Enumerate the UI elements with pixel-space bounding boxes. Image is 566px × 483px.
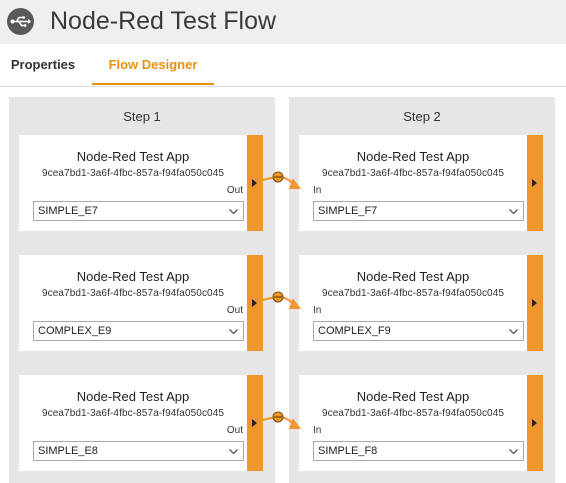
select-value: COMPLEX_F9 bbox=[318, 325, 391, 337]
card-id: 9cea7bd1-3a6f-4fbc-857a-f94fa050c045 bbox=[321, 288, 505, 299]
chevron-down-icon bbox=[229, 329, 238, 335]
tab-properties[interactable]: Properties bbox=[10, 57, 76, 72]
step-card: Node-Red Test App 9cea7bd1-3a6f-4fbc-857… bbox=[19, 255, 263, 351]
chevron-down-icon bbox=[509, 209, 518, 215]
input-select[interactable]: SIMPLE_F7 bbox=[313, 201, 524, 221]
card-id: 9cea7bd1-3a6f-4fbc-857a-f94fa050c045 bbox=[41, 288, 225, 299]
select-value: SIMPLE_E7 bbox=[38, 205, 98, 217]
select-value: SIMPLE_F8 bbox=[318, 445, 378, 457]
step-card: Node-Red Test App 9cea7bd1-3a6f-4fbc-857… bbox=[299, 135, 543, 231]
usb-icon bbox=[7, 8, 34, 35]
arrow-right-icon bbox=[532, 419, 537, 427]
chevron-down-icon bbox=[229, 209, 238, 215]
port-label: Out bbox=[226, 185, 243, 196]
arrow-right-icon bbox=[532, 299, 537, 307]
card-id: 9cea7bd1-3a6f-4fbc-857a-f94fa050c045 bbox=[41, 168, 225, 179]
select-value: SIMPLE_F7 bbox=[318, 205, 378, 217]
connection-link[interactable] bbox=[259, 403, 309, 437]
step-card: Node-Red Test App 9cea7bd1-3a6f-4fbc-857… bbox=[299, 375, 543, 471]
port-label: In bbox=[313, 185, 322, 196]
output-select[interactable]: SIMPLE_E8 bbox=[33, 441, 244, 461]
port-label: In bbox=[313, 425, 322, 436]
port-label: Out bbox=[226, 305, 243, 316]
input-select[interactable]: COMPLEX_F9 bbox=[313, 321, 524, 341]
tab-flow-designer[interactable]: Flow Designer bbox=[92, 46, 214, 85]
card-id: 9cea7bd1-3a6f-4fbc-857a-f94fa050c045 bbox=[41, 408, 225, 419]
card-title: Node-Red Test App bbox=[76, 269, 190, 284]
port-label: In bbox=[313, 305, 322, 316]
output-select[interactable]: SIMPLE_E7 bbox=[33, 201, 244, 221]
output-port-handle[interactable] bbox=[247, 375, 263, 471]
connection-link[interactable] bbox=[259, 283, 309, 317]
card-title: Node-Red Test App bbox=[356, 149, 470, 164]
output-port-handle[interactable] bbox=[527, 135, 543, 231]
arrow-right-icon bbox=[252, 299, 257, 307]
step-card: Node-Red Test App 9cea7bd1-3a6f-4fbc-857… bbox=[299, 255, 543, 351]
output-port-handle[interactable] bbox=[527, 375, 543, 471]
arrow-right-icon bbox=[252, 419, 257, 427]
input-select[interactable]: SIMPLE_F8 bbox=[313, 441, 524, 461]
output-port-handle[interactable] bbox=[247, 135, 263, 231]
arrow-right-icon bbox=[532, 179, 537, 187]
port-label: Out bbox=[226, 425, 243, 436]
card-title: Node-Red Test App bbox=[356, 389, 470, 404]
select-value: SIMPLE_E8 bbox=[38, 445, 98, 457]
tab-bar: Properties Flow Designer bbox=[0, 46, 566, 87]
step-card: Node-Red Test App 9cea7bd1-3a6f-4fbc-857… bbox=[19, 375, 263, 471]
output-port-handle[interactable] bbox=[527, 255, 543, 351]
step-column-1: Step 1 Node-Red Test App 9cea7bd1-3a6f-4… bbox=[9, 97, 275, 483]
output-port-handle[interactable] bbox=[247, 255, 263, 351]
card-id: 9cea7bd1-3a6f-4fbc-857a-f94fa050c045 bbox=[321, 408, 505, 419]
chevron-down-icon bbox=[509, 449, 518, 455]
app-header: Node-Red Test Flow bbox=[0, 0, 566, 44]
card-title: Node-Red Test App bbox=[76, 389, 190, 404]
select-value: COMPLEX_E9 bbox=[38, 325, 112, 337]
step-title: Step 2 bbox=[403, 109, 441, 124]
card-id: 9cea7bd1-3a6f-4fbc-857a-f94fa050c045 bbox=[321, 168, 505, 179]
arrow-right-icon bbox=[252, 179, 257, 187]
card-title: Node-Red Test App bbox=[76, 149, 190, 164]
chevron-down-icon bbox=[509, 329, 518, 335]
page-title: Node-Red Test Flow bbox=[50, 7, 277, 35]
connection-link[interactable] bbox=[259, 163, 309, 197]
output-select[interactable]: COMPLEX_E9 bbox=[33, 321, 244, 341]
card-title: Node-Red Test App bbox=[356, 269, 470, 284]
step-card: Node-Red Test App 9cea7bd1-3a6f-4fbc-857… bbox=[19, 135, 263, 231]
step-column-2: Step 2 Node-Red Test App 9cea7bd1-3a6f-4… bbox=[289, 97, 555, 483]
step-title: Step 1 bbox=[123, 109, 161, 124]
chevron-down-icon bbox=[229, 449, 238, 455]
